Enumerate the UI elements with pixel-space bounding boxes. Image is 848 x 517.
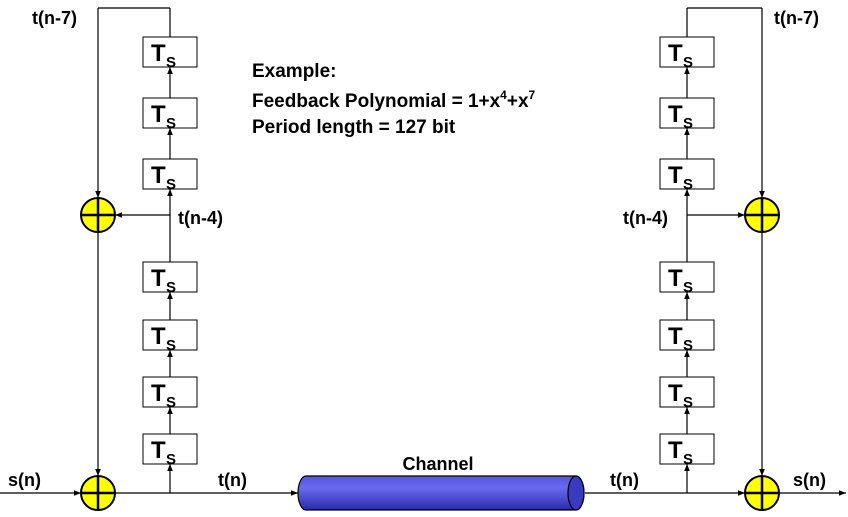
svg-text:S: S [683, 54, 693, 71]
svg-text:T: T [151, 101, 166, 128]
svg-text:S: S [683, 176, 693, 193]
period-length: Period length = 127 bit [252, 117, 456, 138]
label-t-n-4-left: t(n-4) [178, 208, 223, 228]
svg-text:T: T [151, 40, 166, 67]
svg-text:S: S [683, 337, 693, 354]
svg-text:S: S [166, 337, 176, 354]
xor-right-feedback [744, 197, 780, 233]
label-t-n-4-right: t(n-4) [623, 208, 668, 228]
label-t-n-7-right: t(n-7) [774, 8, 819, 28]
svg-text:T: T [668, 323, 683, 350]
svg-text:T: T [668, 265, 683, 292]
svg-text:S: S [166, 54, 176, 71]
svg-text:T: T [151, 265, 166, 292]
xor-left-input [80, 475, 116, 511]
label-t-n-right: t(n) [610, 470, 639, 490]
label-t-n-7-left: t(n-7) [32, 8, 77, 28]
svg-text:T: T [151, 380, 166, 407]
xor-left-feedback [80, 197, 116, 233]
svg-text:T: T [668, 380, 683, 407]
svg-text:S: S [683, 394, 693, 411]
label-output-s-n: s(n) [793, 470, 826, 490]
example-text: Example: Feedback Polynomial = 1+x4+x7 P… [252, 61, 536, 138]
example-title: Example: [252, 61, 336, 82]
label-input-s-n: s(n) [8, 470, 41, 490]
left-wires [0, 7, 298, 496]
svg-text:S: S [683, 279, 693, 296]
xor-right-output [744, 475, 780, 511]
svg-text:S: S [683, 451, 693, 468]
svg-text:T: T [668, 437, 683, 464]
label-t-n-left: t(n) [218, 470, 247, 490]
svg-text:T: T [668, 40, 683, 67]
svg-text:T: T [151, 437, 166, 464]
svg-text:T: T [151, 323, 166, 350]
svg-text:T: T [668, 101, 683, 128]
svg-text:T: T [151, 162, 166, 189]
channel-label: Channel [402, 454, 473, 474]
svg-text:S: S [166, 394, 176, 411]
svg-text:S: S [166, 451, 176, 468]
svg-text:S: S [166, 279, 176, 296]
channel-cylinder: Channel [297, 454, 585, 511]
svg-text:S: S [683, 115, 693, 132]
right-wires [585, 7, 846, 496]
feedback-polynomial: Feedback Polynomial = 1+x4+x7 [252, 88, 536, 112]
svg-text:S: S [166, 176, 176, 193]
svg-text:T: T [668, 162, 683, 189]
svg-text:S: S [166, 115, 176, 132]
